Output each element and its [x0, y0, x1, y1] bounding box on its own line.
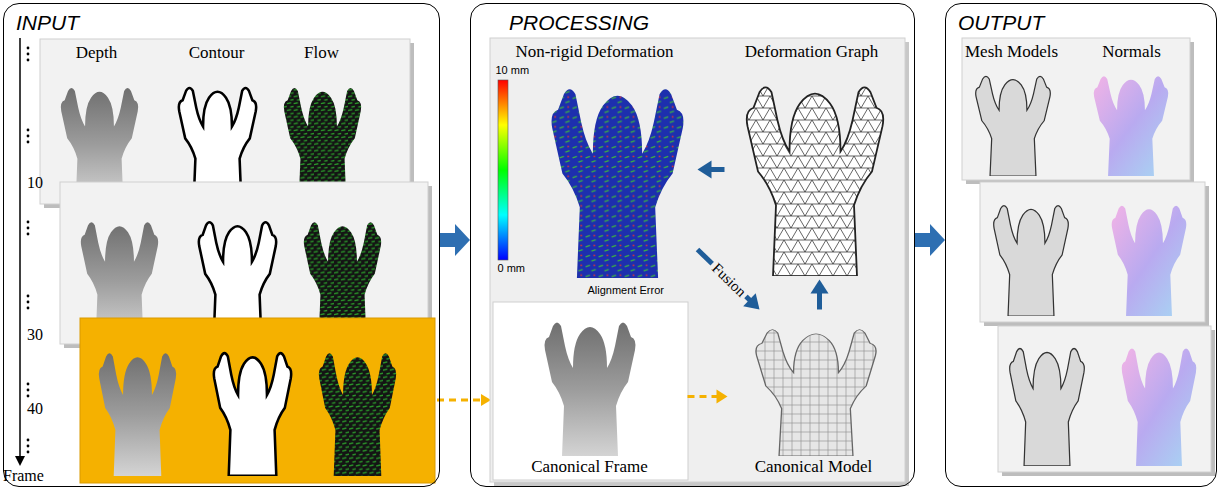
process-arrow [698, 250, 760, 310]
alignment-error-map [498, 80, 683, 278]
panel-title: INPUT [16, 11, 79, 35]
column-header: Depth [76, 43, 118, 63]
canonical-frame-image [493, 302, 688, 480]
edge-label: Fusion [706, 257, 751, 301]
deformation-graph [740, 64, 890, 276]
flow-arrow [440, 224, 470, 256]
canonical-model-box: Canonical Model [728, 310, 900, 480]
processing-panel: PROCESSING Non-rigid Deformation 10 mm 0 mm… [470, 3, 915, 487]
column-header: Mesh Models [965, 42, 1058, 62]
box-title: Non-rigid Deformation [515, 42, 673, 62]
deformation-box: Non-rigid Deformation 10 mm 0 mm Alignment … [493, 40, 698, 300]
output-card-box: Mesh Models Normals [962, 38, 1190, 180]
output-card [980, 182, 1209, 326]
column-header: Contour [189, 43, 245, 63]
selection-arrow [437, 394, 491, 406]
panel-title: OUTPUT [958, 11, 1044, 35]
canonical-model-voxels [750, 314, 882, 456]
frame-card-highlighted [80, 318, 435, 483]
frame-number: 30 [27, 326, 43, 344]
canonical-frame-box: Canonical Frame [493, 302, 688, 480]
flow-arrow [915, 224, 945, 256]
processing-card [490, 38, 909, 486]
scale-caption: Alignment Error [588, 284, 664, 297]
box-title: Canonical Model [755, 457, 873, 477]
column-header: Flow [304, 43, 339, 63]
frame-number: 40 [27, 400, 43, 418]
input-panel: INPUT Depth Contour Flow [3, 3, 440, 487]
process-arrow [698, 161, 725, 179]
axis-label: Frame [3, 467, 44, 485]
output-card [998, 326, 1215, 476]
box-title: Canonical Frame [531, 457, 648, 477]
output-card [962, 38, 1194, 184]
frame-number: 10 [27, 174, 43, 192]
scale-value: 0 mm [498, 262, 526, 275]
box-title: Deformation Graph [745, 42, 879, 62]
process-arrow [811, 280, 829, 310]
output-panel: OUTPUT Mesh Models Normals [945, 3, 1217, 487]
frame-card-box: Depth Contour Flow [40, 39, 410, 204]
column-header: Normals [1102, 42, 1161, 62]
panel-title: PROCESSING [509, 11, 649, 35]
graph-box: Deformation Graph [725, 40, 900, 280]
dashed-arrow [688, 390, 728, 404]
scale-value: 10 mm [496, 64, 530, 77]
